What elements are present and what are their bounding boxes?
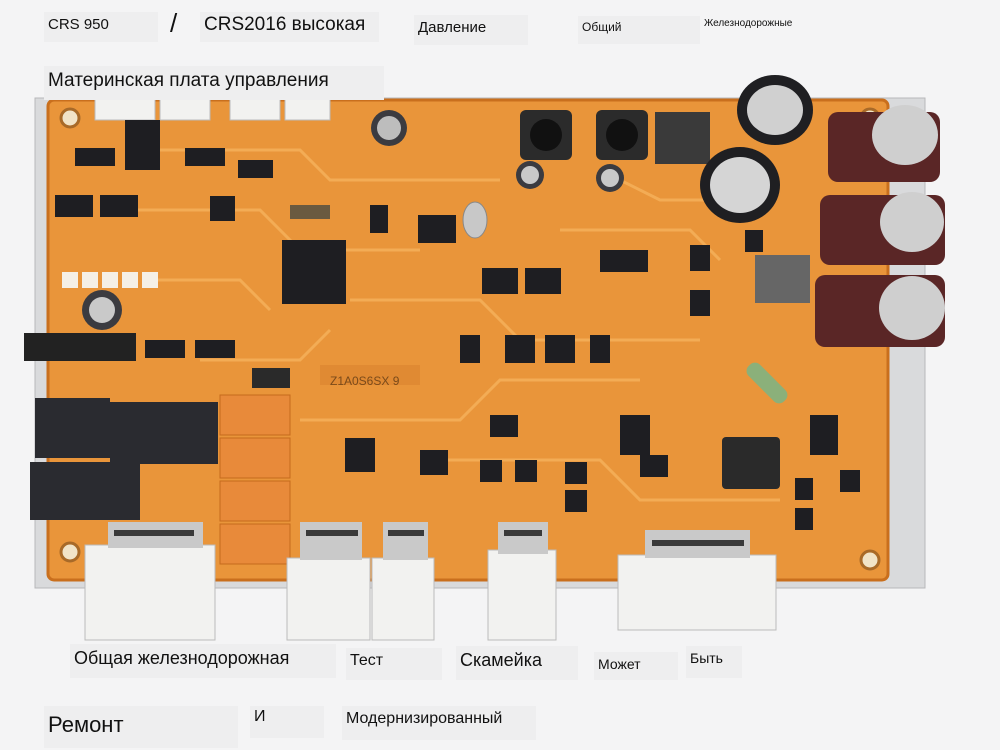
large-capacitors: [700, 75, 945, 347]
label-and: И: [250, 706, 324, 738]
label-crs2016: CRS2016 высокая: [200, 12, 379, 42]
orange-relays: [219, 394, 291, 565]
label-repair: Ремонт: [44, 706, 238, 748]
small-capacitors: [82, 110, 624, 330]
label-crs950: CRS 950: [44, 12, 158, 42]
bottom-connectors: [84, 544, 777, 641]
board-code-text: Z1A0S6SX 9: [330, 374, 400, 388]
top-connectors: [94, 97, 331, 121]
relay-blocks: [30, 398, 218, 520]
label-common-railway: Общая железнодорожная: [70, 644, 336, 678]
label-motherboard: Материнская плата управления: [44, 66, 384, 100]
label-slash: /: [170, 8, 178, 38]
ic-chips: [55, 120, 860, 530]
label-modernized: Модернизированный: [342, 706, 536, 740]
label-can: Может: [594, 652, 678, 680]
label-be: Быть: [686, 646, 742, 678]
label-railway-top: Железнодорожные: [700, 14, 810, 40]
power-inductors: [520, 110, 810, 303]
label-pressure: Давление: [414, 15, 528, 45]
label-common: Общий: [578, 16, 700, 44]
label-test: Тест: [346, 648, 442, 680]
left-header: [24, 333, 136, 361]
label-bench: Скамейка: [456, 646, 578, 680]
